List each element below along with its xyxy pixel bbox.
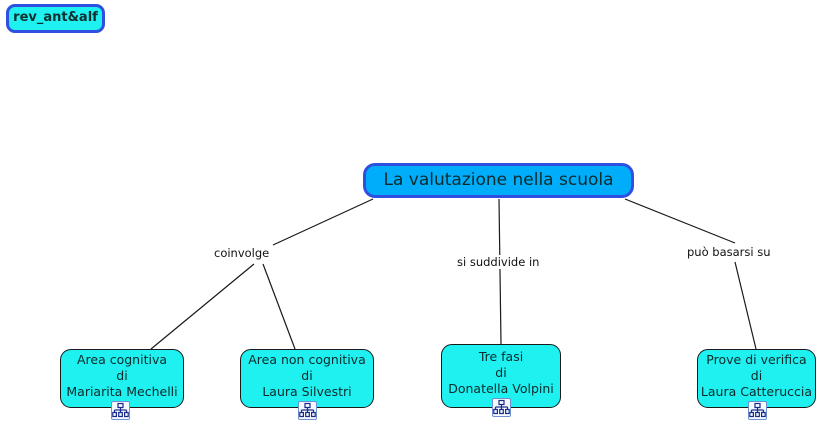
edge-coinvolge-to-area-non-cognitiva xyxy=(262,263,296,350)
edge-root-to-tre-fasi xyxy=(498,198,502,345)
tree-diagram-icon[interactable] xyxy=(492,398,511,417)
leaf-node-label: Area cognitiva di Mariarita Mechelli xyxy=(66,351,178,399)
edge-label-puo-basarsi-su: può basarsi su xyxy=(684,245,774,259)
map-title-chip-label: rev_ant&alf xyxy=(13,10,98,26)
leaf-node-label: Prove di verifica di Laura Catteruccia xyxy=(700,351,813,399)
edge-root-to-coinvolge xyxy=(272,198,374,246)
edge-label-si-suddivide-in: si suddivide in xyxy=(454,255,543,269)
tree-diagram-icon[interactable] xyxy=(298,401,317,420)
leaf-node-area-non-cognitiva[interactable]: Area non cognitiva di Laura Silvestri xyxy=(240,349,374,408)
edge-label-coinvolge: coinvolge xyxy=(211,246,273,260)
tree-diagram-icon[interactable] xyxy=(111,401,130,420)
edge-puo-basarsi-su-to-prove-di-verifica xyxy=(734,261,757,350)
leaf-node-label: Tre fasi di Donatella Volpini xyxy=(448,349,554,396)
leaf-node-area-cognitiva[interactable]: Area cognitiva di Mariarita Mechelli xyxy=(60,349,184,408)
edge-root-to-puo-basarsi-su xyxy=(624,198,736,244)
root-node[interactable]: La valutazione nella scuola xyxy=(363,163,634,198)
leaf-node-label: Area non cognitiva di Laura Silvestri xyxy=(248,351,366,399)
leaf-node-tre-fasi[interactable]: Tre fasi di Donatella Volpini xyxy=(441,344,561,408)
map-title-chip[interactable]: rev_ant&alf xyxy=(6,4,105,33)
leaf-node-prove-di-verifica[interactable]: Prove di verifica di Laura Catteruccia xyxy=(697,349,816,408)
root-node-label: La valutazione nella scuola xyxy=(383,169,614,190)
tree-diagram-icon[interactable] xyxy=(748,401,767,420)
edge-coinvolge-to-area-cognitiva xyxy=(150,263,255,350)
